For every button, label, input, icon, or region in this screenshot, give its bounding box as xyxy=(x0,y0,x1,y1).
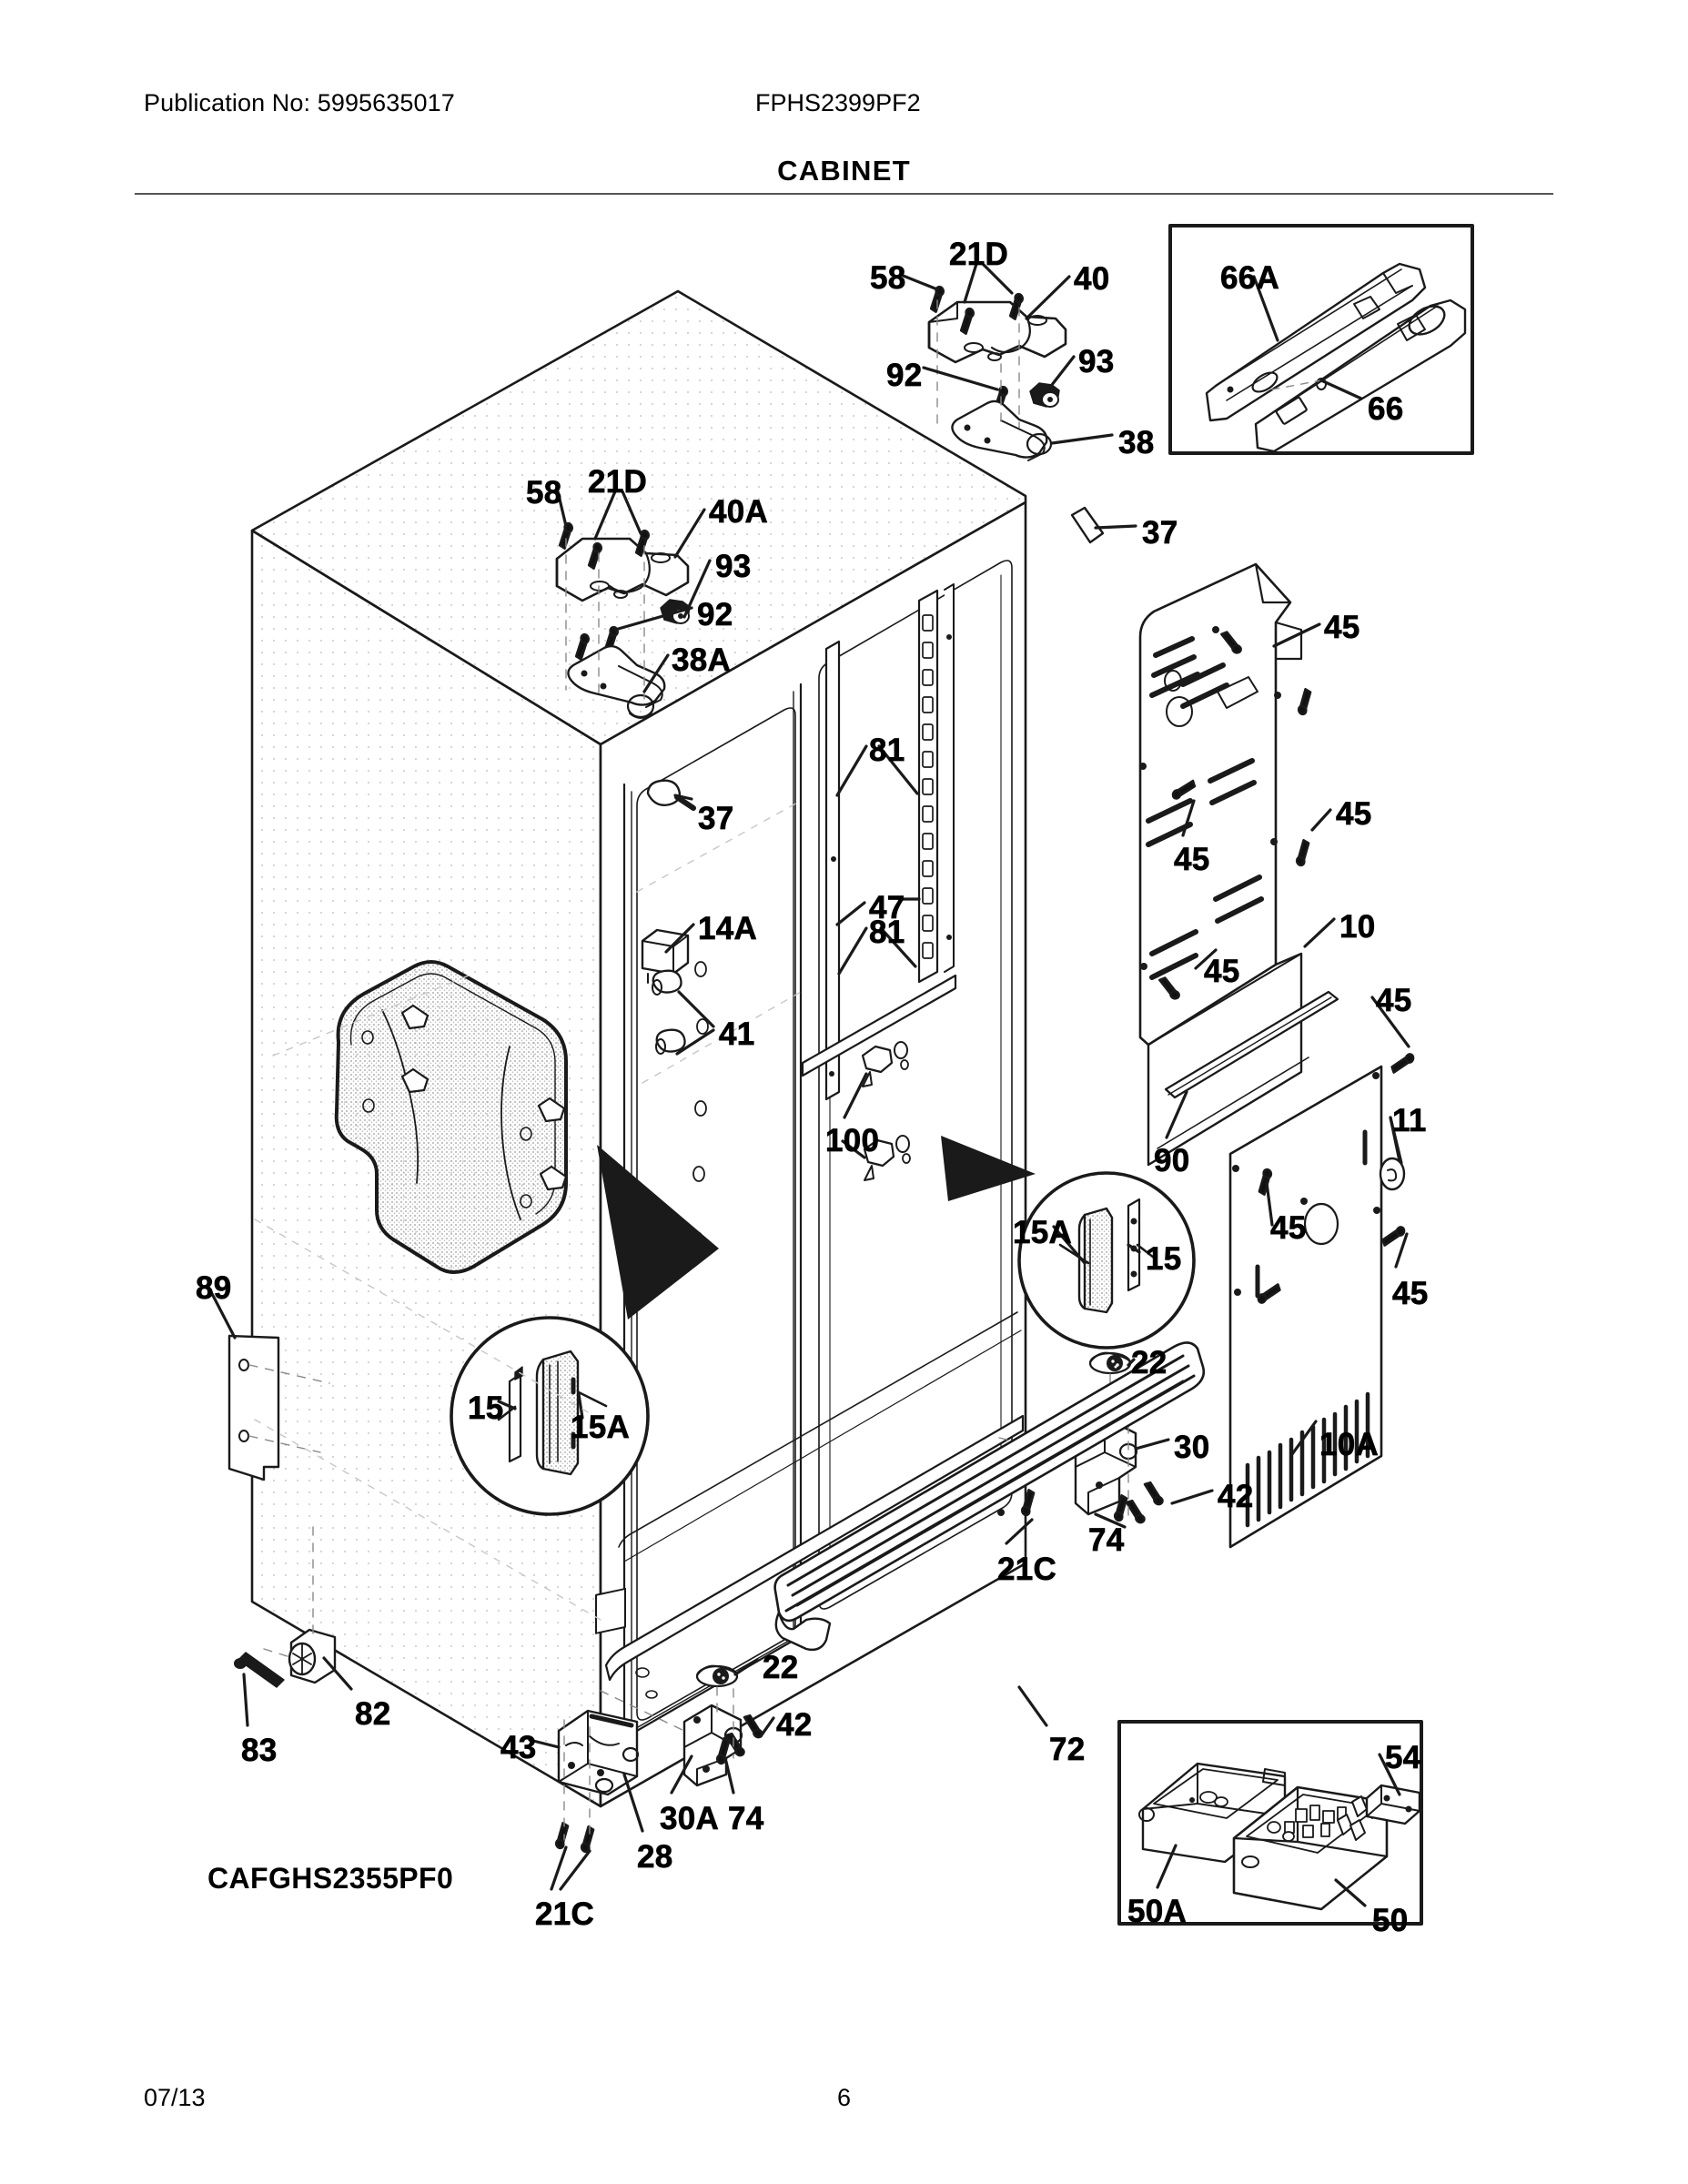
cabinet-hole-b xyxy=(645,1690,658,1699)
page-title: CABINET xyxy=(777,155,911,187)
callout-82: 82 xyxy=(355,1696,391,1732)
cabinet-hole-a xyxy=(635,1667,650,1678)
callout-81-upper: 81 xyxy=(869,733,905,768)
cabinet-lower-trim xyxy=(618,1311,1018,1548)
detail-circle-right xyxy=(941,1136,1196,1350)
callout-21C-right: 21C xyxy=(997,1552,1057,1587)
callout-42-right: 42 xyxy=(1218,1479,1254,1514)
callout-47: 47 xyxy=(869,890,905,925)
roller-82-pin-83 xyxy=(234,1526,337,1688)
top-right-hinge-assembly xyxy=(924,284,1067,461)
callout-22-bottom: 22 xyxy=(763,1650,799,1685)
retainer-clips-100 xyxy=(861,1041,911,1181)
callout-92-left: 92 xyxy=(697,597,733,632)
callout-11: 11 xyxy=(1392,1103,1427,1138)
callout-10: 10 xyxy=(1339,909,1376,945)
callout-83: 83 xyxy=(241,1733,278,1768)
callout-37-left: 37 xyxy=(698,801,734,836)
callout-45-f: 45 xyxy=(1270,1210,1307,1246)
bottom-rail-90 xyxy=(1164,990,1339,1099)
callout-21D-top: 21D xyxy=(949,237,1009,272)
callout-30: 30 xyxy=(1174,1430,1210,1465)
alternate-model-tag: CAFGHS2355PF0 xyxy=(207,1862,454,1895)
callout-15A-left: 15A xyxy=(571,1410,631,1445)
alignment-dashes xyxy=(565,299,1020,700)
callout-22-right: 22 xyxy=(1131,1345,1167,1380)
cabinet-base-rail xyxy=(604,1414,1025,1682)
roller-bracket-43 xyxy=(557,1587,640,1796)
callout-41: 41 xyxy=(719,1016,755,1052)
shelf-ladder-rails xyxy=(801,583,957,1101)
callout-38A: 38A xyxy=(672,642,732,678)
title-divider xyxy=(135,193,1553,195)
callout-37-right: 37 xyxy=(1142,515,1178,551)
callout-90: 90 xyxy=(1154,1143,1190,1178)
callout-45-e: 45 xyxy=(1376,983,1412,1018)
detail-pointer-left xyxy=(597,1145,719,1320)
callout-45-d: 45 xyxy=(1204,954,1240,989)
callout-42-bottom: 42 xyxy=(776,1707,813,1743)
callout-21D-left: 21D xyxy=(588,464,648,500)
footer-page-number: 6 xyxy=(836,2084,852,2111)
callout-15-right: 15 xyxy=(1146,1241,1182,1277)
compressor-shroud-10 xyxy=(1138,562,1319,1167)
detail-circle-left xyxy=(450,1145,719,1516)
cabinet-hole-f xyxy=(997,1509,1005,1516)
page-header: Publication No: 5995635017 FPHS2399PF2 xyxy=(0,89,1688,126)
callout-40A: 40A xyxy=(709,494,769,530)
publication-number: Publication No: 5995635017 xyxy=(144,89,455,116)
callout-43: 43 xyxy=(500,1730,537,1765)
callout-74-bottom: 74 xyxy=(728,1801,764,1836)
callout-72: 72 xyxy=(1049,1732,1086,1767)
callout-10A: 10A xyxy=(1319,1427,1380,1462)
callout-92-top: 92 xyxy=(886,358,923,393)
toe-grille-72 xyxy=(773,1341,1206,1652)
callout-15A-right: 15A xyxy=(1013,1215,1073,1250)
cabinet-lower-trim-2 xyxy=(623,1330,1022,1562)
rear-access-panel-10A xyxy=(1228,1048,1416,1549)
construction-dashes xyxy=(254,800,802,1621)
callout-93-left: 93 xyxy=(715,549,752,584)
callout-45-c: 45 xyxy=(1174,842,1210,877)
inset-box-slides xyxy=(1168,224,1474,455)
callout-58-left: 58 xyxy=(526,475,562,511)
callout-45-b: 45 xyxy=(1336,796,1372,832)
callout-66: 66 xyxy=(1368,391,1404,427)
callout-14A: 14A xyxy=(698,911,758,946)
callout-54: 54 xyxy=(1385,1740,1421,1775)
callout-45-a: 45 xyxy=(1324,610,1360,645)
callout-21C-bottom: 21C xyxy=(535,1896,595,1932)
callout-38: 38 xyxy=(1118,425,1155,460)
detail-pointer-right xyxy=(941,1136,1036,1201)
bottom-hardware xyxy=(549,1587,769,1855)
callout-74-right: 74 xyxy=(1088,1522,1125,1558)
callout-40: 40 xyxy=(1074,261,1110,297)
freezer-opening xyxy=(636,707,796,1721)
callout-30A: 30A xyxy=(660,1801,720,1836)
bracket-89 xyxy=(227,1334,330,1481)
inset-box-control-board xyxy=(1117,1720,1423,1926)
callout-50A: 50A xyxy=(1127,1894,1188,1929)
callout-93-top: 93 xyxy=(1078,344,1115,379)
callout-58-top: 58 xyxy=(870,260,906,296)
bracket-30A xyxy=(682,1704,743,1787)
footer-date: 07/13 xyxy=(144,2084,206,2111)
leader-lines xyxy=(206,262,1410,1907)
insulation-gasket xyxy=(334,960,568,1274)
callout-81-lower: 81 xyxy=(869,915,905,950)
callout-15-left: 15 xyxy=(468,1390,504,1426)
callout-66A: 66A xyxy=(1220,260,1280,296)
callout-100: 100 xyxy=(825,1123,880,1158)
left-hinge-assembly xyxy=(552,521,691,719)
callout-89: 89 xyxy=(196,1270,232,1306)
door-stop-37 xyxy=(1070,506,1105,544)
callout-28: 28 xyxy=(637,1839,673,1875)
model-number: FPHS2399PF2 xyxy=(755,89,921,116)
callout-45-g: 45 xyxy=(1392,1276,1429,1311)
callout-50: 50 xyxy=(1372,1903,1409,1938)
